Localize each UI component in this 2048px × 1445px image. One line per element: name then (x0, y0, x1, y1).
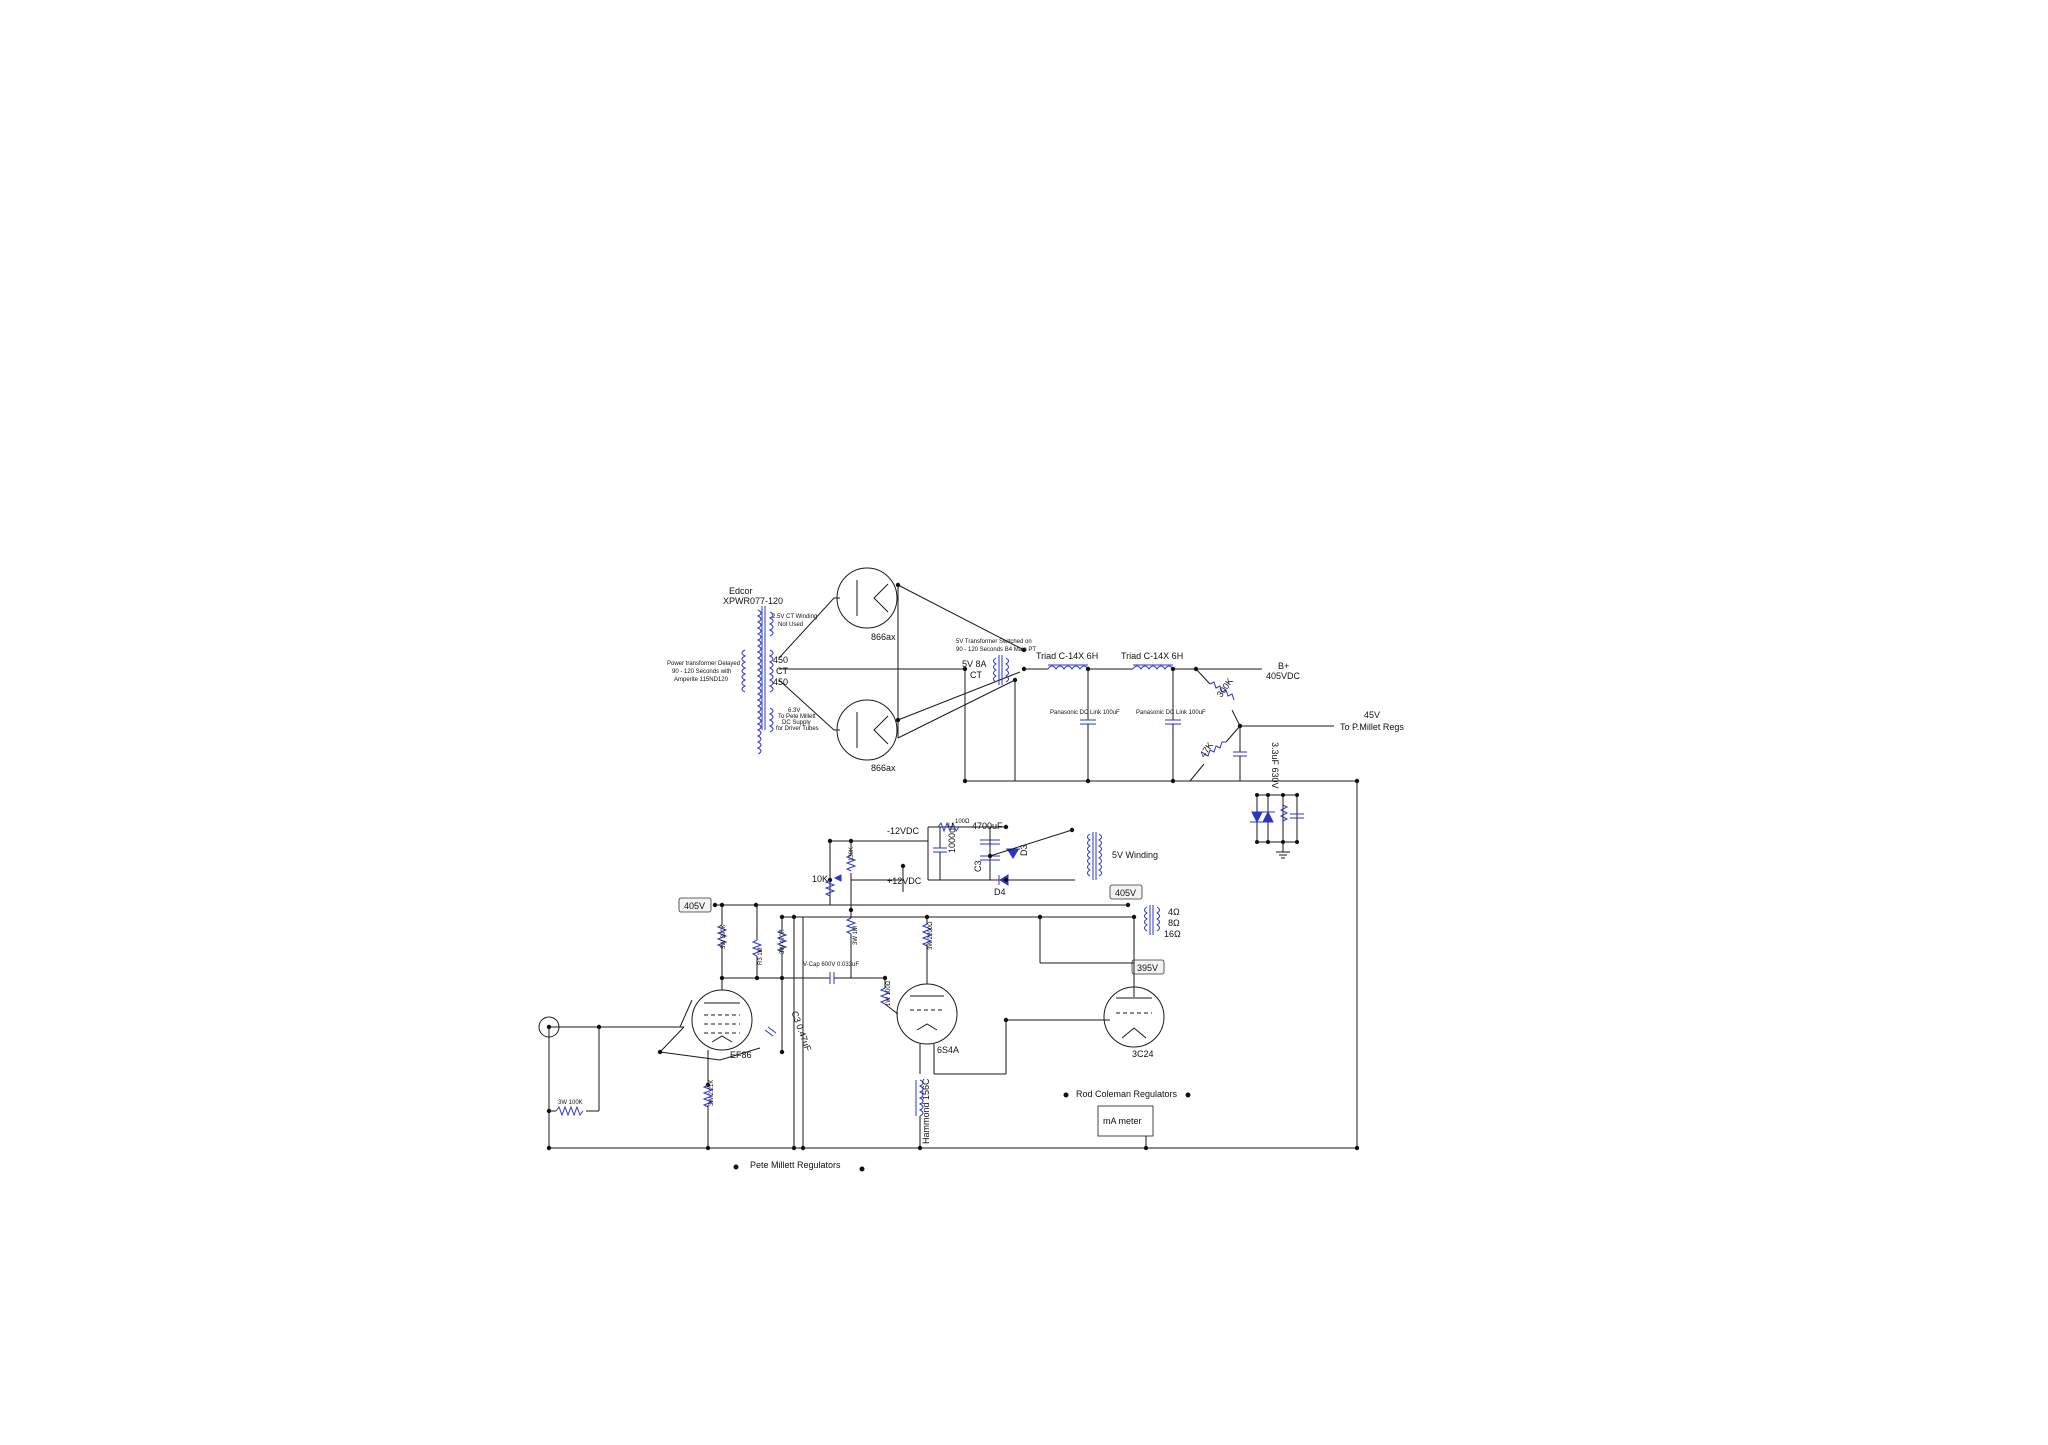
winding-25v-label: 2.5V CT Winding (772, 614, 817, 620)
ma-meter-label: mA meter (1103, 1116, 1142, 1126)
res-300k-label: 300K (1215, 676, 1235, 699)
svg-text:395V: 395V (1137, 963, 1158, 973)
tag-405-right: 405V (1109, 884, 1143, 900)
rectifier-tube-bottom (836, 699, 898, 761)
out-45v-label: 45V (1364, 710, 1380, 720)
out-4ohm-label: 4Ω (1168, 907, 1180, 917)
tube-3c24-label: 3C24 (1132, 1049, 1154, 1059)
c3-label: C3 (973, 860, 983, 872)
plus12-label: +12VDC (887, 876, 922, 886)
choke-1-label: Triad C-14X 6H (1036, 651, 1098, 661)
res-100-label: 100Ω (955, 819, 970, 825)
cap-4700-label: 4700uF (972, 821, 1003, 831)
r-1m-b-label: 3W 1M (853, 926, 859, 945)
pot-label: 10K (812, 874, 828, 884)
cap-2-label: Panasonic DC Link 100uF (1136, 710, 1206, 716)
fil-5v-label: 5V 8A (962, 659, 987, 669)
power-transformer (741, 606, 774, 755)
filament-supply-section: -12VDC 100Ω 4700uF 1000uF C3 D3 D4 (812, 819, 1158, 910)
fil-xfmr-note-2: 90 - 120 Seconds B4 Main PT (956, 647, 1036, 653)
r-1m-a-label: R3 1M (758, 947, 764, 965)
winding-25v-note: Not Used (778, 622, 803, 628)
out-45v-note: To P.Millet Regs (1340, 722, 1404, 732)
tag-405-left: 405V (678, 897, 712, 913)
r-390k-label: 3W 390K (721, 924, 727, 949)
c3-047-label: C3 0.47uF (789, 1010, 813, 1053)
vcap-label: V-Cap 600V 0.033uF (803, 962, 859, 968)
r-470k-label: 3W 470K (780, 929, 786, 954)
d3-label: D3 (1019, 844, 1029, 856)
r-2200-label: 3W 2200Ω (928, 921, 934, 950)
delay-note-2: 90 - 120 Seconds with (672, 669, 731, 675)
tube-6s4a-label: 6S4A (937, 1045, 959, 1055)
r-2k-label: 3W 2.21K (709, 1080, 715, 1106)
out-8ohm-label: 8Ω (1168, 918, 1180, 928)
filament-transformer (993, 655, 1009, 685)
r-100-label: 1W 100Ω (886, 980, 892, 1006)
cap-1-label: Panasonic DC Link 100uF (1050, 710, 1120, 716)
power-supply-section: Edcor XPWR077-120 2.5V CT Winding Not Us… (667, 567, 1404, 1148)
amplifier-section: 405V 405V 395V 4Ω 8Ω 16Ω (538, 884, 1360, 1172)
winding-63v-2: To Pete Millett (778, 714, 816, 720)
bplus-label: B+ (1278, 661, 1289, 671)
pete-regs-label: Pete Millett Regulators (750, 1160, 841, 1170)
tube-3c24 (1103, 986, 1165, 1048)
winding-63v-3: DC Supply (782, 720, 811, 726)
delay-note-3: Amperite 115ND120 (674, 677, 729, 683)
regulator-diode-block (1250, 793, 1304, 859)
rectifier-tube-top (836, 567, 898, 629)
svg-text:405V: 405V (684, 901, 705, 911)
cap-1000-label: 1000uF (947, 822, 957, 853)
res-130k-label: 130K (849, 847, 855, 861)
rectifier-top-label: 866ax (871, 632, 896, 642)
choke-2-label: Triad C-14X 6H (1121, 651, 1183, 661)
fil-ct-label: CT (970, 670, 982, 680)
delay-note-1: Power transformer Delayed (667, 661, 740, 667)
transformer-model: XPWR077-120 (723, 596, 783, 606)
tag-395: 395V (1131, 959, 1165, 975)
transformer-name: Edcor (729, 586, 753, 596)
tap-top-label: 450 (773, 655, 788, 665)
fil-xfmr-note-1: 5V Transformer Switched on (956, 639, 1032, 645)
tube-6s4a (896, 983, 958, 1045)
minus12-label: -12VDC (887, 826, 920, 836)
rectifier-bottom-label: 866ax (871, 763, 896, 773)
tube-ef86-label: EF86 (730, 1050, 752, 1060)
res-47k-label: 47K (1198, 740, 1215, 759)
winding-63v-4: for Driver Tubes (776, 726, 819, 732)
svg-text:405V: 405V (1115, 888, 1136, 898)
r-100k-label: 3W 100K (558, 1100, 583, 1106)
d4-label: D4 (994, 887, 1006, 897)
tube-ef86 (691, 989, 753, 1051)
ma-meter-box (1097, 1105, 1154, 1137)
bplus-voltage: 405VDC (1266, 671, 1301, 681)
rod-regs-label: Rod Coleman Regulators (1076, 1089, 1178, 1099)
cap-3-label: 3.3uF 630V (1270, 742, 1280, 789)
choke-label: Hammond 156C (921, 1078, 931, 1144)
out-16ohm-label: 16Ω (1164, 929, 1181, 939)
winding-63v-1: 6.3V (788, 708, 800, 714)
winding-5v-label: 5V Winding (1112, 850, 1158, 860)
tap-ct-label: CT (776, 666, 788, 676)
